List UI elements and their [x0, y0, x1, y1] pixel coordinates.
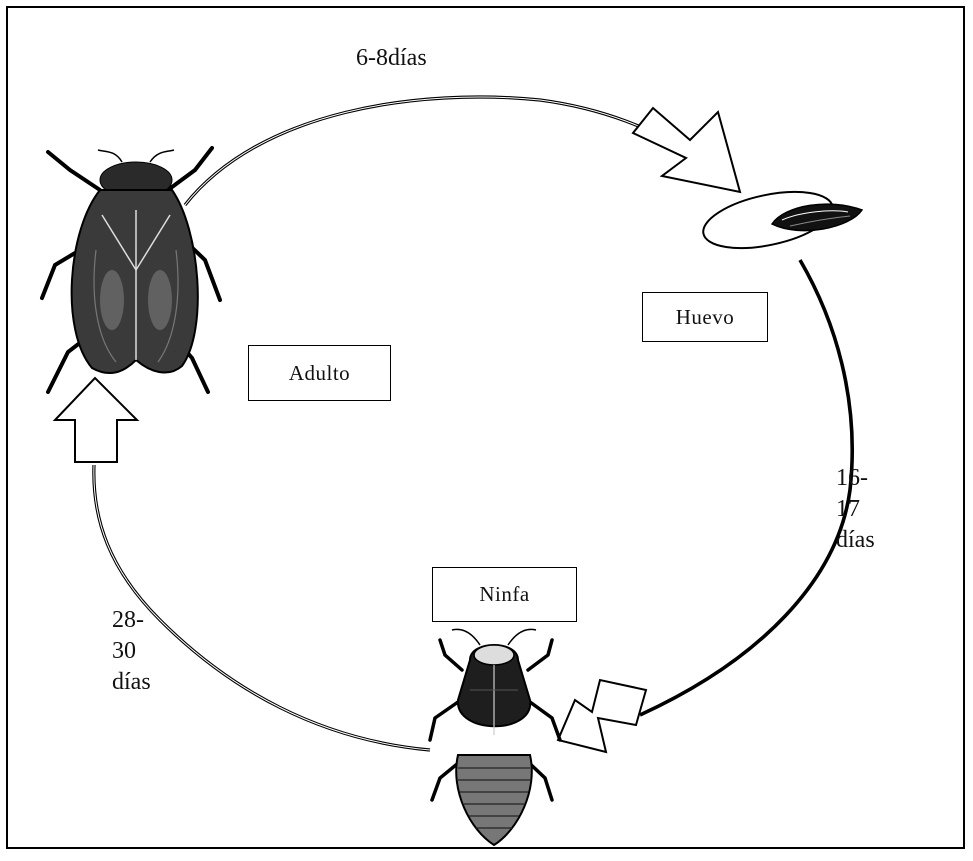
arrow-to-adult-icon	[55, 378, 137, 462]
egg-icon	[698, 182, 862, 258]
stage-label-adult: Adulto	[248, 345, 391, 401]
duration-adult-to-egg: 6-8días	[356, 43, 427, 74]
duration-egg-to-nymph: 16- 17 días	[836, 463, 875, 556]
arrow-to-nymph-icon	[558, 680, 646, 752]
adult-insect-icon	[42, 148, 220, 392]
nymph-insect-icon	[430, 629, 560, 845]
stage-label-egg: Huevo	[642, 292, 768, 342]
stage-label-nymph: Ninfa	[432, 567, 577, 622]
duration-nymph-to-adult: 28- 30 días	[112, 605, 151, 698]
arrow-to-egg-icon	[633, 108, 740, 192]
